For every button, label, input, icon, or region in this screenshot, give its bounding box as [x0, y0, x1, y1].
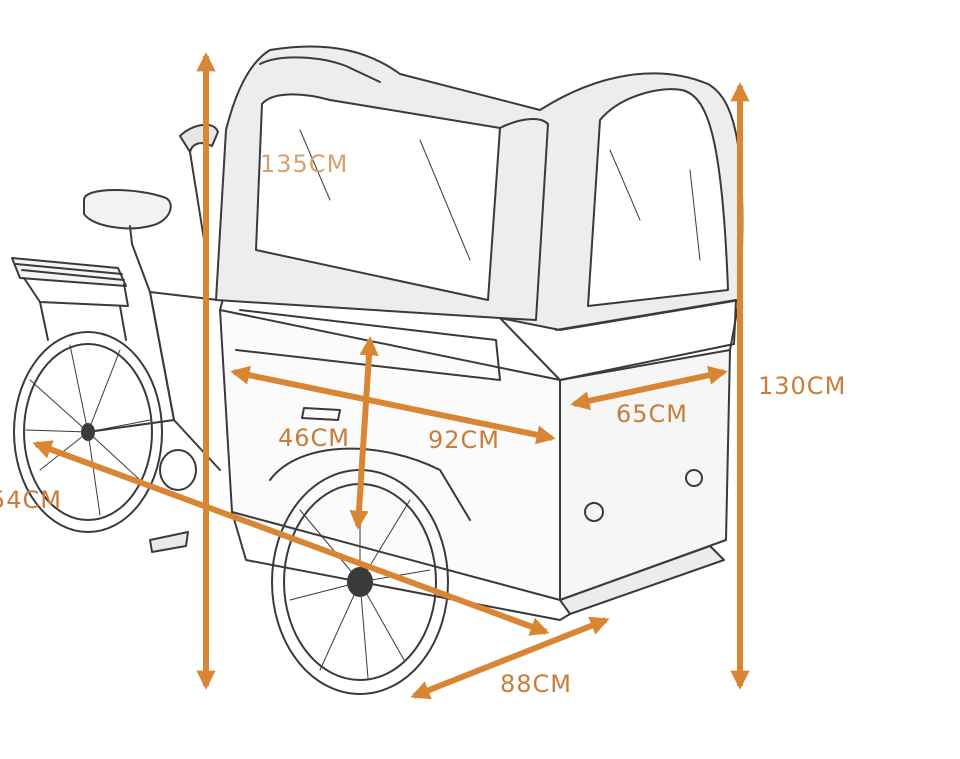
box-height-label: 46CM [278, 424, 351, 452]
dimension-arrows [32, 52, 750, 700]
arrow-box-length [230, 365, 556, 445]
wheel-span-label: 54CM [0, 486, 63, 514]
rear-rack [11, 257, 129, 341]
arrow-front-width [410, 616, 610, 700]
overall-height-label: 130CM [758, 372, 847, 400]
canopy-height-label: 135CM [260, 150, 349, 178]
bike-illustration [11, 45, 744, 695]
box-depth-label: 65CM [616, 400, 689, 428]
front-width-label: 88CM [500, 670, 573, 698]
arrow-wheel-span [32, 440, 550, 636]
rain-canopy [215, 45, 744, 381]
arrow-box-depth [570, 365, 728, 411]
box-length-label: 92CM [428, 426, 501, 454]
